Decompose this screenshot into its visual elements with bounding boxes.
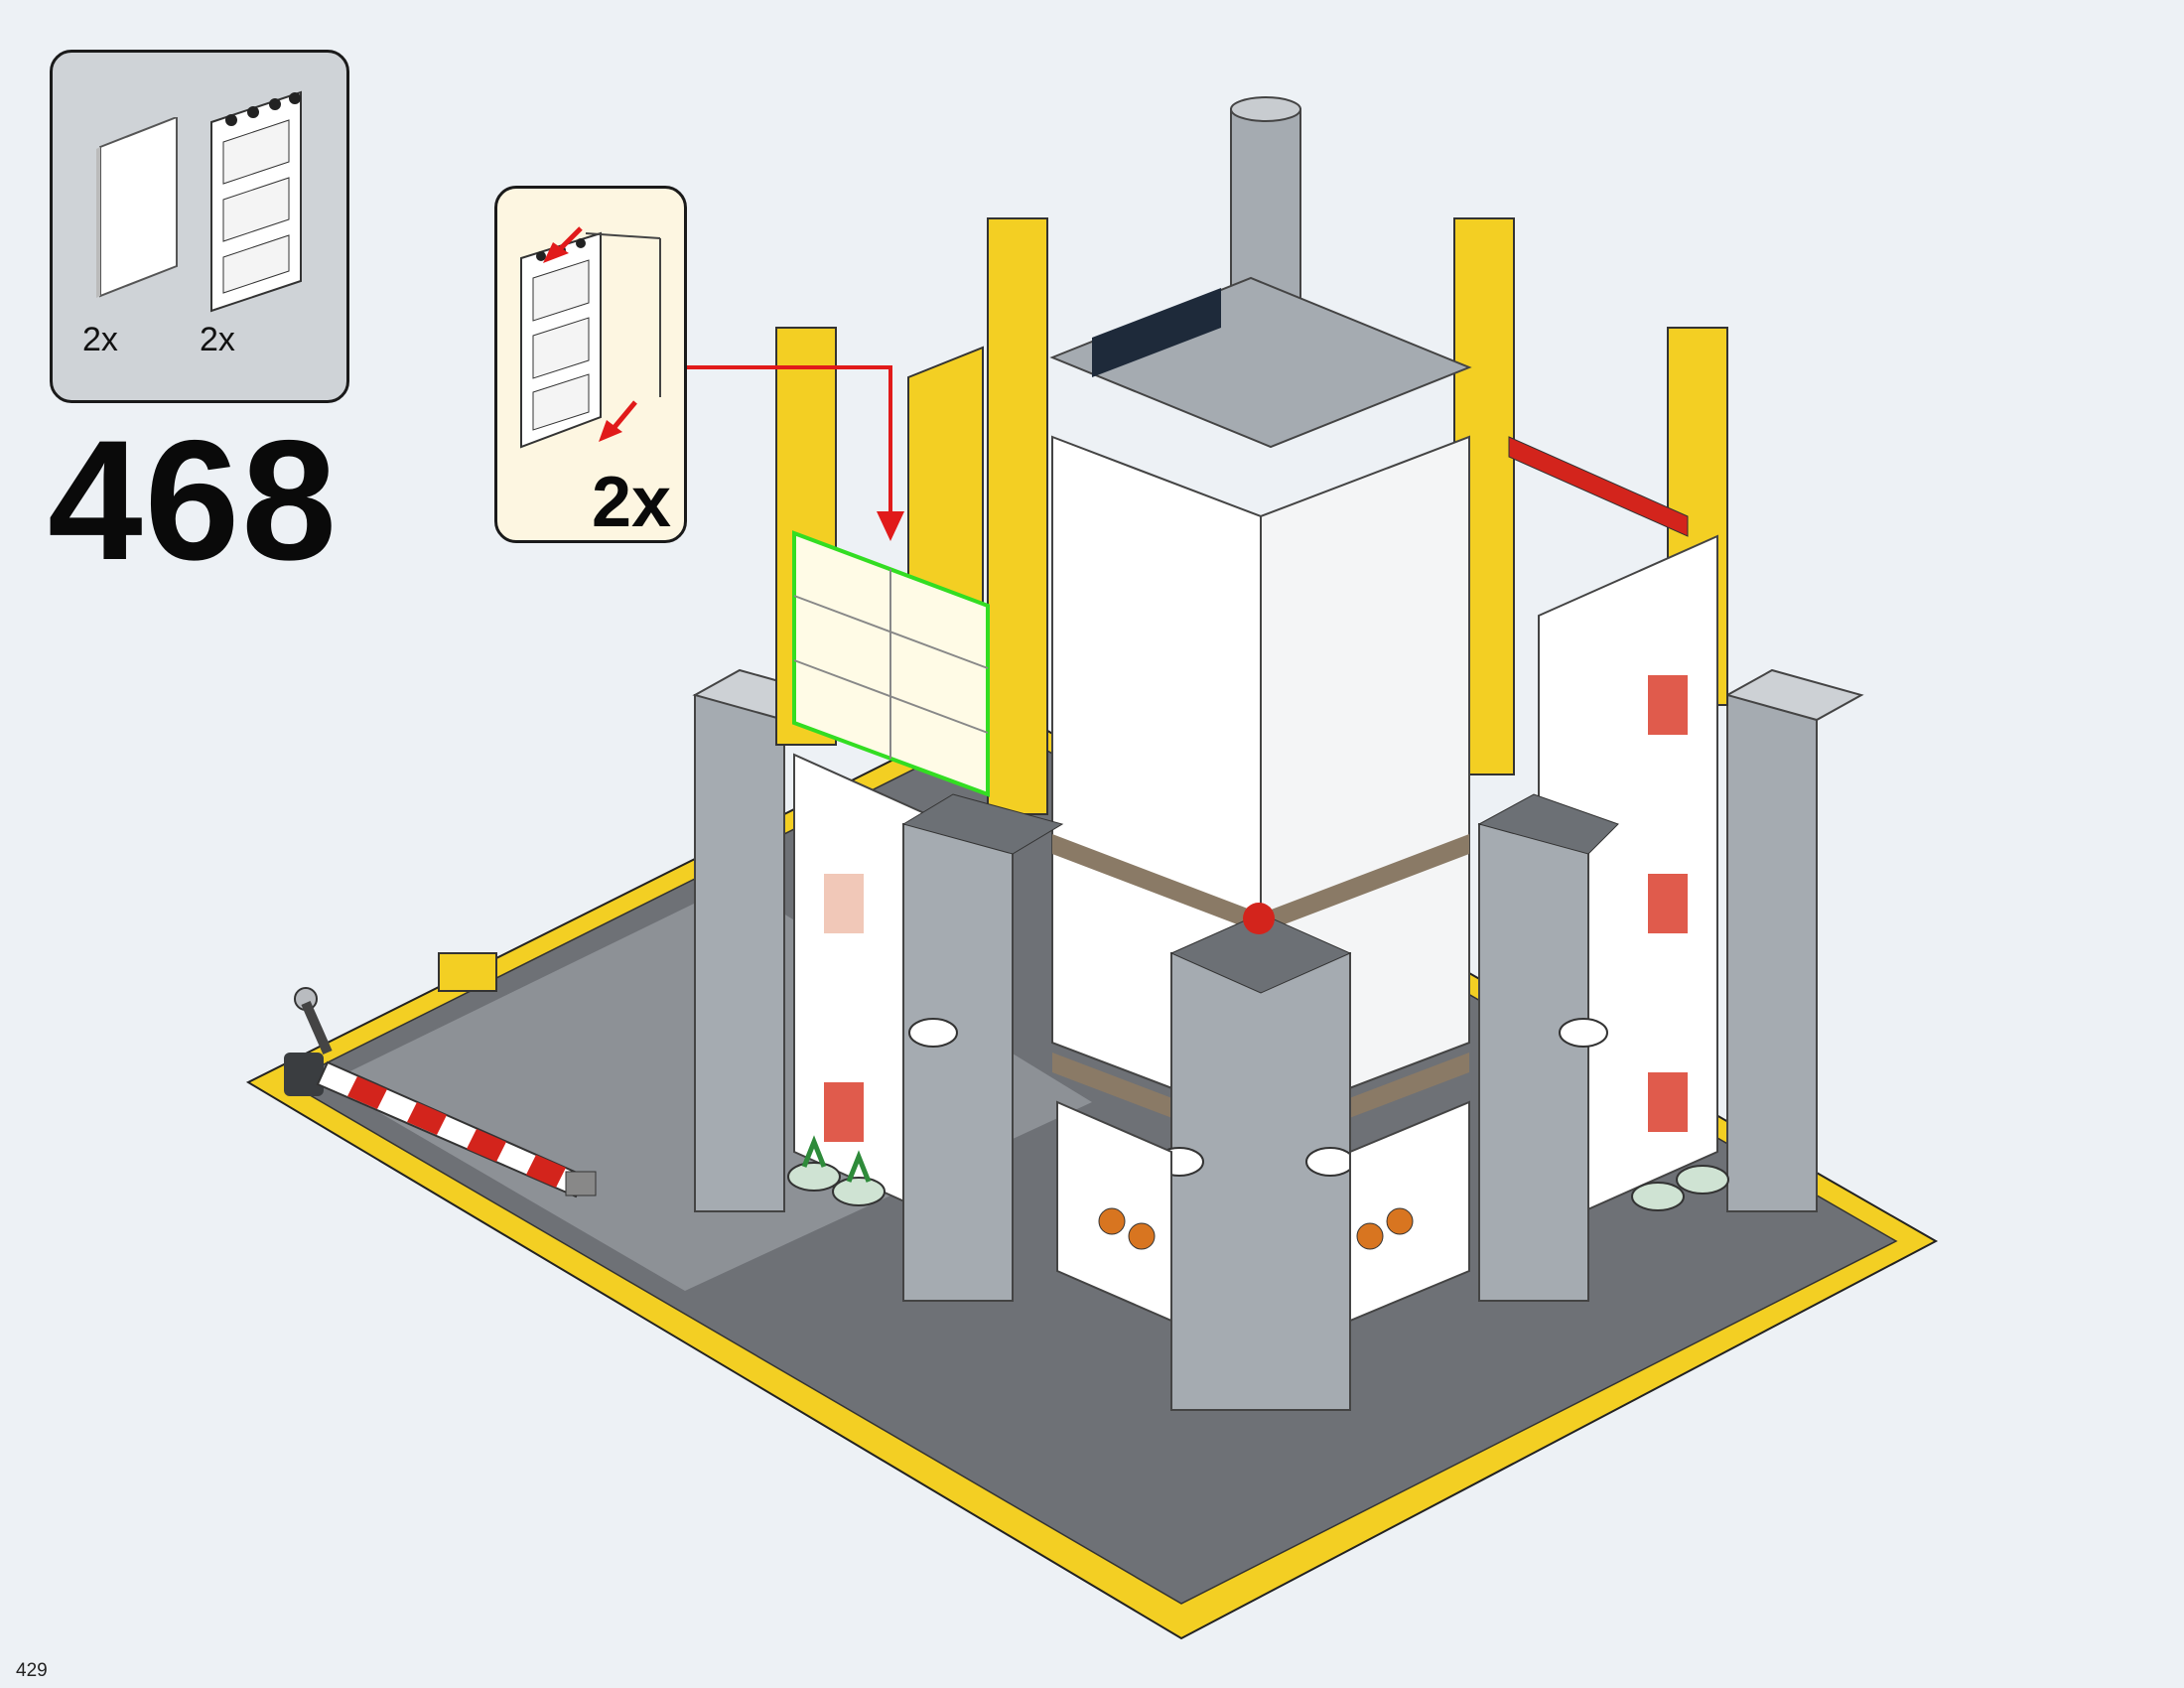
left-column [692, 668, 832, 1212]
sub-assembly-qty: 2x [592, 463, 672, 542]
window-frame-icon [210, 90, 302, 313]
callout-arrowhead [877, 511, 904, 541]
callout-arrow [687, 365, 892, 516]
right-column [1724, 668, 1864, 1212]
page-number: 429 [16, 1660, 48, 1681]
step-number: 468 [48, 405, 339, 596]
red-beam [1508, 436, 1689, 537]
entrance-door-right [1349, 1100, 1470, 1323]
sub-assembly-callout: 2x [494, 186, 687, 543]
glass-pane-icon [96, 117, 178, 298]
planters [787, 1135, 1729, 1211]
black-railing [1092, 288, 1221, 377]
yellow-brick-corner [438, 952, 497, 992]
glass-pane-qty: 2x [82, 321, 118, 358]
barrier-gate [284, 987, 597, 1198]
front-pillars [901, 793, 1619, 1411]
window-frame-qty: 2x [200, 321, 235, 358]
parts-list: 2x 2x [50, 50, 349, 403]
window-assembly-icon [520, 226, 661, 449]
